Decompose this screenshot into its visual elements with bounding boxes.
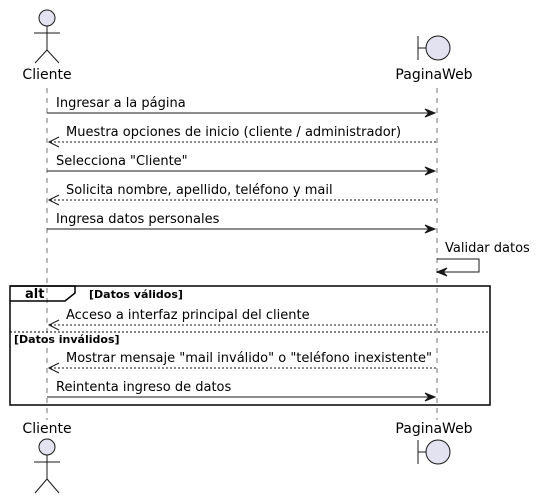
alt-guard-1: [Datos válidos] [89,288,183,301]
arrowhead-2 [47,136,60,148]
alt-keyword-tab [10,285,76,302]
message-label-2: Muestra opciones de inicio (cliente / ad… [66,125,401,140]
arrowhead-6 [435,267,448,277]
arrowhead-5 [424,224,437,234]
boundary-icon-top [417,35,451,61]
message-label-3: Selecciona "Cliente" [56,154,188,169]
actor-icon-bottom [34,438,60,494]
arrowhead-8 [47,362,60,374]
participant-paginaweb-bottom: PaginaWeb [395,421,472,437]
message-label-6: Validar datos [445,241,530,256]
actor-icon-top [34,9,60,64]
alt-guard-2: [Datos inválidos] [14,333,120,346]
boundary-icon-bottom [417,439,451,465]
arrowhead-3 [424,166,437,176]
alt-keyword: alt [25,287,44,302]
participant-paginaweb-top: PaginaWeb [395,67,472,83]
participant-cliente-bottom: Cliente [22,421,71,437]
arrowhead-4 [47,194,60,206]
message-label-1: Ingresar a la página [56,96,186,111]
participant-cliente-top: Cliente [22,67,71,83]
message-label-8: Mostrar mensaje "mail inválido" o "teléf… [66,351,432,366]
arrowhead-9 [424,392,437,402]
message-line-6 [437,258,480,273]
message-label-5: Ingresa datos personales [56,212,220,227]
alt-fragment [9,285,491,406]
arrowhead-7 [47,319,60,331]
message-label-7: Acceso a interfaz principal del cliente [66,308,310,323]
message-label-9: Reintenta ingreso de datos [56,380,231,395]
message-label-4: Solicita nombre, apellido, teléfono y ma… [66,183,333,198]
arrowhead-1 [424,108,437,118]
